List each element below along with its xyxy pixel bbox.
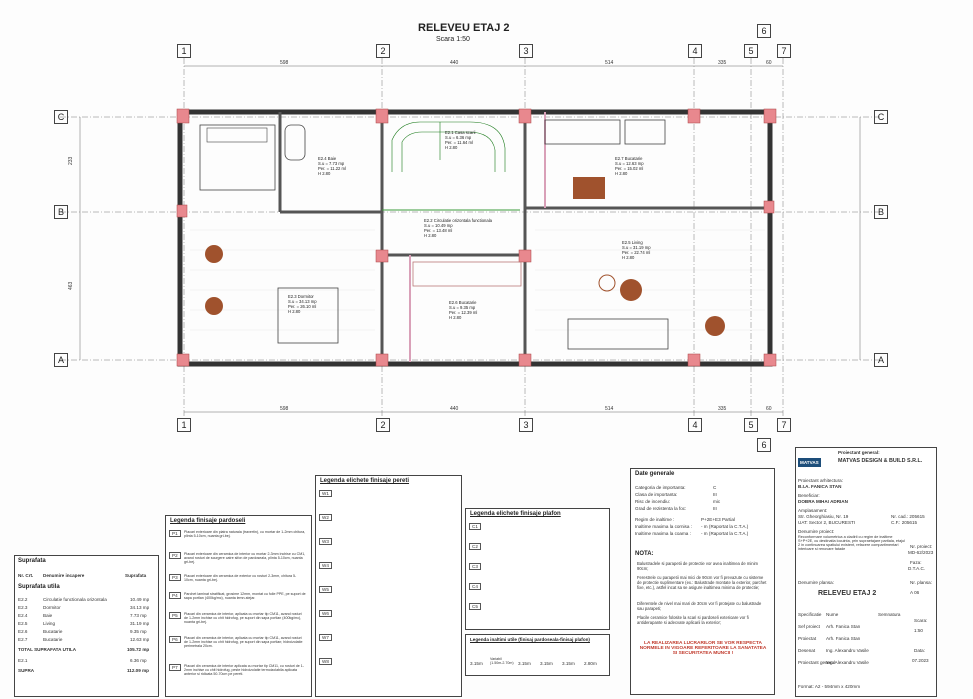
company-logo: MATVAS xyxy=(798,458,821,467)
grid-col-4: 4 xyxy=(688,44,702,58)
grid-col-5: 5 xyxy=(744,44,758,58)
dim-bot-2: 440 xyxy=(450,406,459,412)
grid-row-b-right: B xyxy=(874,205,888,219)
dim-left-1: 233 xyxy=(68,156,74,165)
grid-row-a-right: A xyxy=(874,353,888,367)
grid-col-3: 3 xyxy=(519,44,533,58)
grid-row-b-left: B xyxy=(54,205,68,219)
floor-plan: 598 440 514 335 60 598 440 514 335 60 23… xyxy=(60,58,880,420)
surface-table: Suprafata Nr. Crt. Denumire incapere Sup… xyxy=(14,555,159,697)
grid-row-c-right: C xyxy=(874,110,888,124)
dim-left-2: 463 xyxy=(68,281,74,290)
legend-floor: Legenda finisaje pardoseli P1 Placari ex… xyxy=(165,515,312,697)
dim-bot-4: 335 xyxy=(718,406,727,412)
dim-top-2: 440 xyxy=(450,60,459,66)
legend-ceiling: Legenda elichete finisaje plafon C1 C2 C… xyxy=(465,508,610,630)
grid-col-6-bottom: 6 xyxy=(757,438,771,452)
general-data: Date generale Categoria de importanta: C… xyxy=(630,468,775,695)
dim-top-5: 60 xyxy=(766,60,772,66)
grid-col-1-bottom: 1 xyxy=(177,418,191,432)
dim-bot-3: 514 xyxy=(605,406,614,412)
dim-bot-5: 60 xyxy=(766,406,772,412)
grid-col-4-bottom: 4 xyxy=(688,418,702,432)
grid-col-7-bottom: 7 xyxy=(777,418,791,432)
grid-col-5-bottom: 5 xyxy=(744,418,758,432)
grid-col-2-bottom: 2 xyxy=(376,418,390,432)
grid-col-7: 7 xyxy=(777,44,791,58)
grid-col-3-bottom: 3 xyxy=(519,418,533,432)
dim-top-3: 514 xyxy=(605,60,614,66)
title-block: MATVAS Proiectant general: MATVAS DESIGN… xyxy=(795,447,937,697)
grid-row-a-left: A xyxy=(54,353,68,367)
grid-row-c-left: C xyxy=(54,110,68,124)
legend-walls: Legenda elichete finisaje pereti W1 W2 W… xyxy=(315,475,462,697)
dim-bot-1: 598 xyxy=(280,406,289,412)
grid-col-6: 6 xyxy=(757,24,771,38)
drawing-scale: Scara 1:50 xyxy=(436,36,470,43)
grid-col-2: 2 xyxy=(376,44,390,58)
dim-top-1: 598 xyxy=(280,60,289,66)
dim-top-4: 335 xyxy=(718,60,727,66)
drawing-title: RELEVEU ETAJ 2 xyxy=(418,22,510,34)
legend-heights: Legenda inaltimi utile (finisaj pardosea… xyxy=(465,634,610,676)
grid-col-1: 1 xyxy=(177,44,191,58)
